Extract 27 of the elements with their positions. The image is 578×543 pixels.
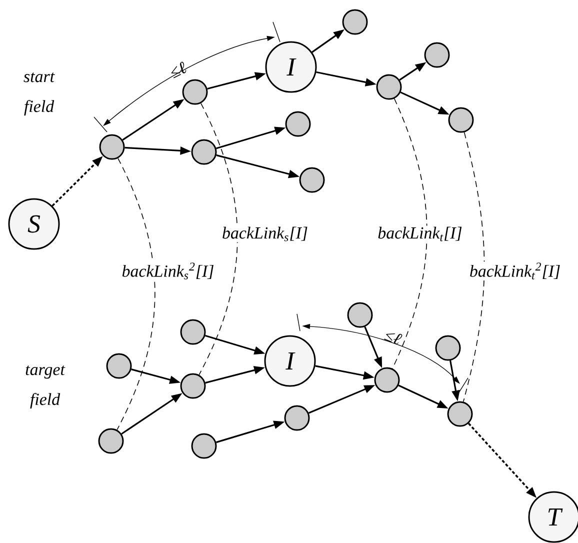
node-circle <box>376 74 402 100</box>
node-circle <box>180 373 206 399</box>
target-field-label: target field <box>26 365 66 408</box>
start-field-label: start field <box>24 72 55 116</box>
node-circle <box>448 107 474 133</box>
node-circle <box>191 139 217 165</box>
node-circle <box>99 134 125 160</box>
edge-label: backLink$_{s}$[I] <box>221 226 310 242</box>
node-circle <box>447 401 473 427</box>
node-circle <box>347 302 373 328</box>
node-circle <box>191 433 217 459</box>
node-circle <box>342 9 368 35</box>
edge-label: backLink$_{t}$[I] <box>376 226 464 242</box>
node-circle <box>98 428 124 454</box>
edge-label: backLink$_{t}$$^{2}$[I] <box>468 262 562 280</box>
edge-label: backLink$_{s}$$^{2}$[I] <box>120 262 216 280</box>
node-circle <box>299 167 325 193</box>
node-circle <box>182 79 208 105</box>
length-bound-label: ≤ℓ <box>384 333 402 344</box>
node-circle <box>424 42 450 68</box>
node-circle <box>435 335 461 361</box>
node-circle <box>284 405 310 431</box>
length-bound-label: ≤ℓ <box>171 62 186 78</box>
node-circle <box>285 111 311 137</box>
node-circle <box>374 367 400 393</box>
node-circle <box>106 353 132 379</box>
node-circle <box>180 319 206 345</box>
